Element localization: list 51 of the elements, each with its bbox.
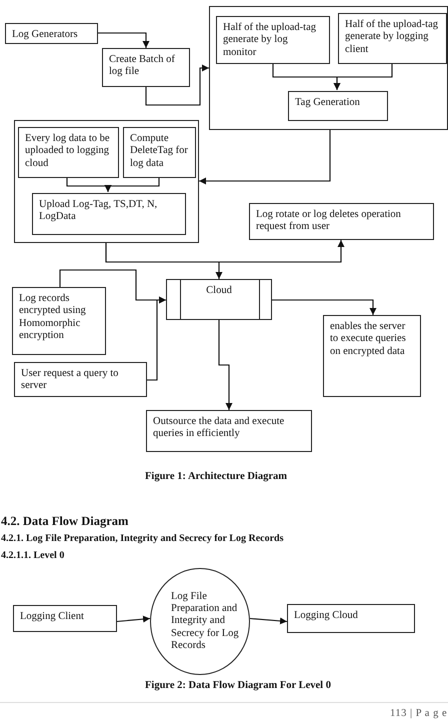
process-box — [323, 315, 421, 397]
process-box — [123, 127, 196, 178]
section-heading: 4.2. Data Flow Diagram — [1, 514, 128, 529]
node-text: enables the server to execute queries on encrypted data — [330, 321, 407, 358]
node-text: Tag Generation — [295, 97, 360, 110]
node-text: Half of the upload-tag generate by log monitor — [223, 22, 318, 60]
node-text: Every log data to be uploaded to logging cloud — [25, 133, 111, 170]
process-box — [249, 203, 434, 240]
group-box — [14, 120, 199, 243]
process-box — [32, 193, 186, 235]
node-text: Create Batch of log file — [109, 54, 176, 79]
node-text: Upload Log-Tag, TS,DT, N, LogData — [39, 199, 158, 224]
process-box — [287, 604, 415, 633]
node-text: Log records encrypted using Homomorphic encryption — [19, 293, 87, 342]
section-heading: 4.2.1. Log File Preparation, Integrity and Secrecy for Log Records — [1, 533, 284, 544]
arrow — [116, 616, 150, 623]
process-box — [146, 410, 312, 452]
arrow — [199, 130, 331, 184]
node-text: Half of the upload-tag generate by logging client — [345, 19, 440, 56]
node-text: Log File Preparation and Integrity and Secrecy for Log Records — [171, 590, 240, 652]
arrow — [98, 32, 150, 48]
process-box — [5, 23, 98, 44]
process-box — [338, 13, 447, 64]
arrow — [218, 320, 232, 410]
arrow — [145, 64, 209, 106]
arrow — [272, 299, 376, 315]
group-box — [209, 6, 448, 130]
arrow — [105, 243, 222, 279]
arrow — [104, 177, 160, 192]
node-text: Logging Client — [20, 611, 84, 624]
process-box — [102, 48, 190, 87]
process-box — [14, 362, 147, 397]
process-box — [288, 91, 388, 121]
section-heading: 4.2.1.1. Level 0 — [1, 550, 64, 561]
process-box — [12, 287, 106, 355]
node-text: Outsource the data and execute queries in efficiently — [153, 416, 286, 441]
node-text: Cloud — [206, 285, 232, 298]
process-box — [18, 127, 119, 178]
node-text: User request a query to server — [21, 368, 120, 393]
node-text: Log rotate or log deletes operation request from user — [256, 209, 402, 234]
node-text: Log Generators — [12, 29, 78, 42]
arrow — [250, 617, 288, 624]
cloud-process-box — [166, 279, 272, 320]
page-number: 113 | P a g e — [390, 708, 448, 719]
process-box — [216, 16, 330, 64]
node-text: Logging Cloud — [294, 610, 358, 622]
arrow — [147, 296, 166, 381]
node-text: Compute DeleteTag for log data — [130, 133, 189, 170]
process-box — [13, 605, 117, 632]
figure-caption: Figure 1: Architecture Diagram — [145, 471, 288, 482]
arrow — [334, 63, 393, 90]
